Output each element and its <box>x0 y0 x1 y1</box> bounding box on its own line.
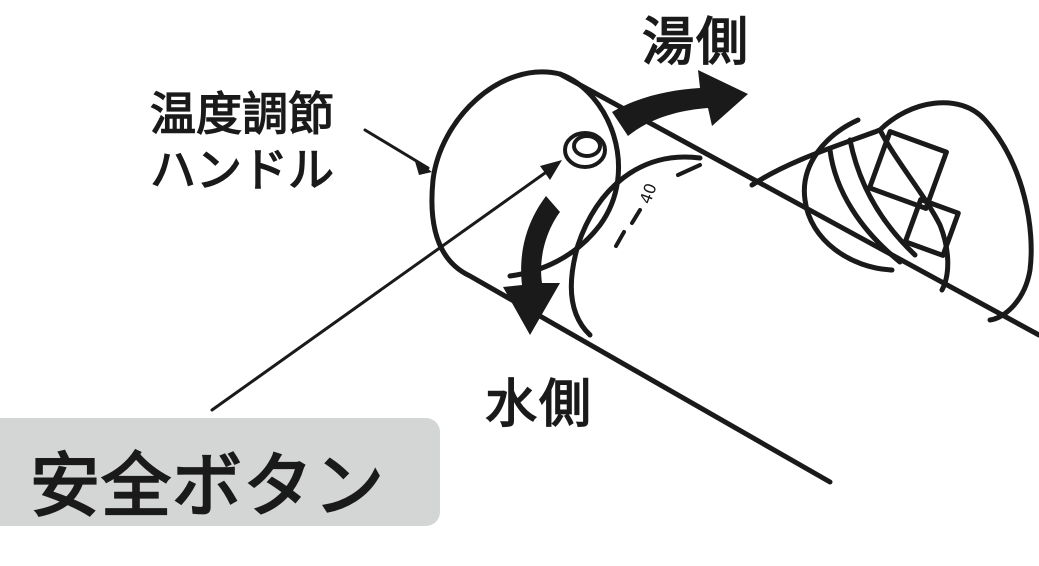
temperature-handle <box>507 71 622 279</box>
safety-arrow-head <box>540 160 562 180</box>
safety-button-label-box <box>0 418 440 526</box>
handle-arrow-head <box>414 158 432 175</box>
hot-side-arrow <box>612 70 748 136</box>
cold-side-label: 水側 <box>485 375 594 435</box>
hot-side-label: 湯側 <box>642 13 751 73</box>
handle-label-line2: ハンドル <box>150 143 334 197</box>
safety-button-shape <box>563 131 607 169</box>
temperature-handle-label: 温度調節 ハンドル <box>150 86 334 198</box>
dial-ticks <box>614 163 702 248</box>
safety-leader-line <box>210 166 554 412</box>
dial-sleeve <box>568 154 703 338</box>
handle-label-line1: 温度調節 <box>150 87 334 141</box>
cold-side-arrow <box>503 196 560 335</box>
right-fitting <box>749 100 1034 323</box>
safety-button-label: 安全ボタン <box>30 445 385 527</box>
